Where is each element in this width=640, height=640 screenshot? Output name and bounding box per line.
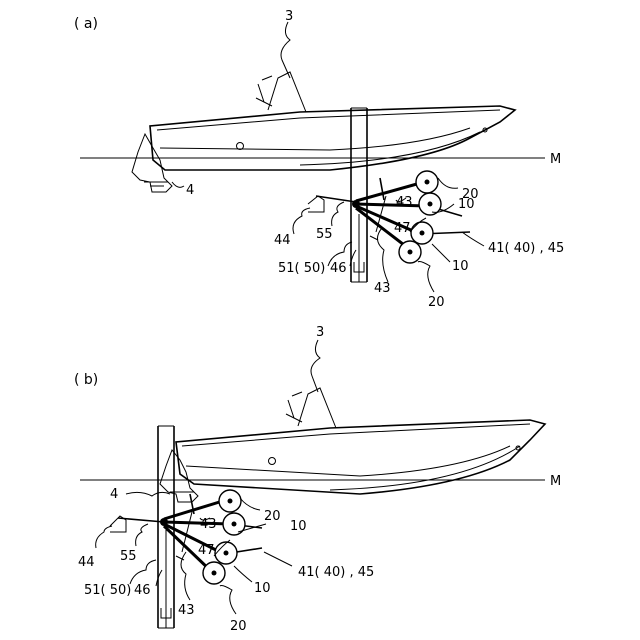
label-rail-b: 51( 50) bbox=[84, 583, 131, 598]
label-arm-upper-a: 43 bbox=[396, 195, 413, 210]
label-wheel-lower-a: 20 bbox=[428, 295, 445, 310]
label-assembly-b: 41( 40) , 45 bbox=[298, 565, 374, 580]
label-assembly-a: 41( 40) , 45 bbox=[488, 241, 564, 256]
boat-hull-b bbox=[176, 388, 545, 494]
boat-hull-a bbox=[150, 72, 515, 170]
label-boat-a: 3 bbox=[285, 9, 293, 24]
label-boat-b: 3 bbox=[316, 325, 324, 340]
label-arm-lower-b: 43 bbox=[178, 603, 195, 618]
label-link-a: 47 bbox=[394, 221, 411, 236]
wheel-lower-b bbox=[203, 562, 225, 584]
label-motor-a: 4 bbox=[186, 183, 194, 198]
label-bracket-b: 44 bbox=[78, 555, 95, 570]
panel-b-title: ( b) bbox=[74, 372, 98, 388]
leader-lines-a bbox=[172, 22, 484, 292]
label-base-a: 46 bbox=[330, 261, 347, 276]
label-joint-b: 55 bbox=[120, 549, 137, 564]
label-shaft-upper-b: 10 bbox=[290, 519, 307, 534]
wheel-mid-b bbox=[223, 513, 245, 535]
label-rail-a: 51( 50) bbox=[278, 261, 325, 276]
label-base-b: 46 bbox=[134, 583, 151, 598]
panel-a: ( a) M bbox=[74, 9, 564, 310]
outboard-motor-b bbox=[160, 450, 198, 502]
wheel-upper-b bbox=[219, 490, 241, 512]
wheel-mid2-b bbox=[215, 542, 237, 564]
wheel-mid2-a bbox=[411, 222, 433, 244]
panel-a-title: ( a) bbox=[74, 16, 98, 32]
label-shaft-upper-a: 10 bbox=[458, 197, 475, 212]
label-joint-a: 55 bbox=[316, 227, 333, 242]
label-shaft-lower-b: 10 bbox=[254, 581, 271, 596]
wheel-upper-a bbox=[416, 171, 438, 193]
label-motor-b: 4 bbox=[110, 487, 118, 502]
label-shaft-lower-a: 10 bbox=[452, 259, 469, 274]
label-wheel-lower-b: 20 bbox=[230, 619, 247, 634]
label-bracket-a: 44 bbox=[274, 233, 291, 248]
wheel-lower-a bbox=[399, 241, 421, 263]
waterline-a-label: M bbox=[550, 152, 561, 167]
label-link-b: 47 bbox=[198, 543, 215, 558]
panel-b: ( b) M bbox=[74, 325, 561, 634]
label-arm-lower-a: 43 bbox=[374, 281, 391, 296]
label-wheel-upper-b: 20 bbox=[264, 509, 281, 524]
waterline-b-label: M bbox=[550, 474, 561, 489]
label-arm-upper-b: 43 bbox=[200, 517, 217, 532]
